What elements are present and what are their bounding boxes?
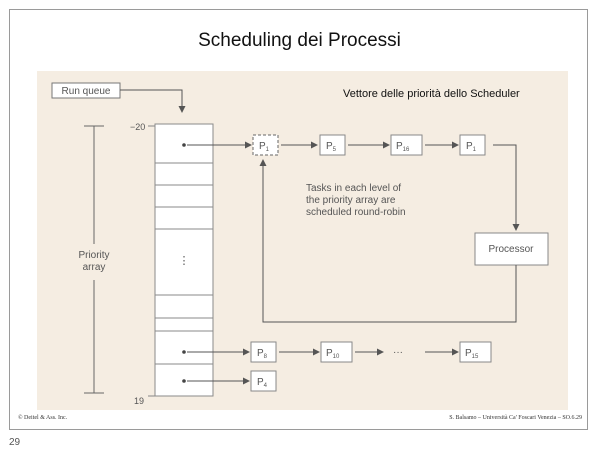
overlay-caption: Vettore delle priorità dello Scheduler: [343, 88, 520, 100]
priority-array-bracket: [84, 125, 104, 394]
row1-node-2: [390, 134, 423, 156]
run-queue-label: Run queue: [62, 86, 111, 97]
row2-node-0-label: P8: [257, 348, 268, 360]
row1-node-2-label: P16: [396, 141, 410, 153]
to-processor-arrow: [493, 144, 520, 231]
priority-array-label-line1: Priority: [78, 250, 109, 261]
row3-pointer-dot: [182, 379, 186, 383]
note-line-2: the priority array are: [306, 195, 396, 206]
note-line-1: Tasks in each level of: [306, 183, 401, 194]
row1-node-3: [459, 134, 486, 156]
row1-node-1-label: P5: [326, 141, 337, 153]
row2-node-1-label: P10: [326, 348, 340, 360]
round-robin-return-arrow: [259, 159, 517, 323]
row2-pointer-dot: [182, 350, 186, 354]
note-line-3: scheduled round-robin: [306, 207, 406, 218]
footer-copyright: © Deitel & Ass. Inc.: [18, 415, 68, 421]
priority-array-label-line2: array: [83, 262, 106, 273]
row1-node-0-label: P1: [259, 141, 270, 153]
row1-node-1: [319, 134, 346, 156]
row1-pointer-dot: [182, 143, 186, 147]
row2-node-2-label: P15: [465, 348, 479, 360]
row2-ellipsis: ···: [393, 347, 403, 358]
row1-node-0: [252, 134, 279, 156]
row3-node-0-label: P4: [257, 377, 268, 389]
row1-node-3-label: P1: [466, 141, 477, 153]
row3-node-0: [250, 370, 277, 392]
run-queue-arrow: [120, 89, 186, 113]
priority-bottom-value: 19: [134, 396, 144, 406]
processor-label: Processor: [488, 244, 534, 255]
slide-title: Scheduling dei Processi: [198, 30, 401, 51]
row2-node-1: [320, 341, 353, 363]
row2-node-0: [250, 341, 277, 363]
processor-box: [474, 232, 549, 266]
footer-author: S. Balsamo – Università Ca' Foscari Vene…: [449, 415, 582, 421]
page-number: 29: [9, 437, 21, 448]
row2-node-2: [459, 341, 492, 363]
priority-top-value: −20: [130, 122, 145, 132]
array-ellipsis: ⋮: [179, 255, 190, 267]
